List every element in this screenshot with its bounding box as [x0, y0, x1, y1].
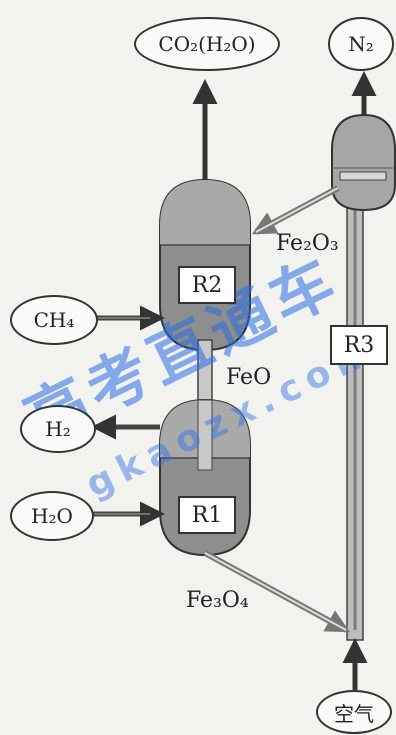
r2-label-box: R2 [178, 266, 236, 304]
air-input-oval: 空气 [316, 690, 392, 734]
h2o-input-oval: H₂O [10, 491, 94, 541]
feo-flow-label: FeO [226, 365, 272, 390]
r1-label-box: R1 [178, 496, 236, 534]
fe2o3-flow-label: Fe₂O₃ [276, 231, 339, 256]
h2-output-oval: H₂ [20, 405, 96, 453]
co2-product-oval: CO₂(H₂O) [134, 17, 280, 71]
n2-product-oval: N₂ [328, 17, 394, 71]
fe3o4-flow-label: Fe₃O₄ [186, 588, 249, 613]
r3-separator-vessel [331, 113, 396, 212]
r3-label-box: R3 [330, 325, 388, 365]
ch4-input-oval: CH₄ [10, 295, 98, 345]
